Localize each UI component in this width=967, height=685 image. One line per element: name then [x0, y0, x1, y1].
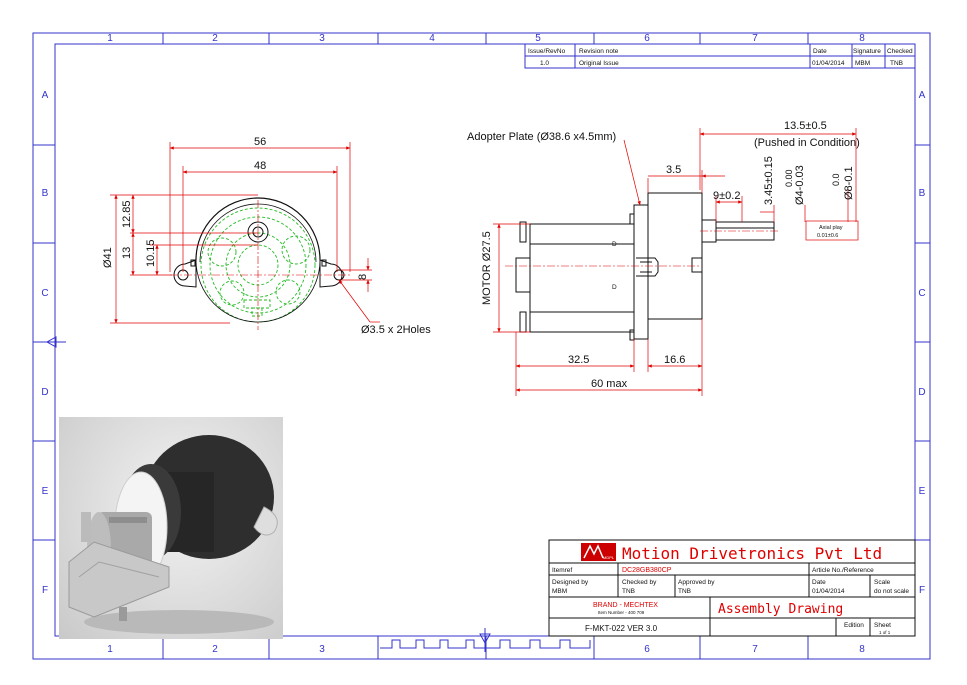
row-label: C — [918, 288, 925, 299]
title-block: MDPL Motion Drivetronics Pvt Ltd Itemref… — [548, 539, 916, 637]
grid-ticks — [33, 33, 930, 659]
axial-play-value: 0.01±0.6 — [817, 233, 838, 239]
rev-header-signature: Signature — [853, 48, 881, 55]
revision-table: Issue/RevNo Revision note Date Signature… — [524, 43, 916, 69]
dim-13: 13 — [121, 247, 133, 259]
dim-3-45: 3.45±0.15 — [763, 156, 775, 205]
edition-label: Edition — [844, 622, 864, 629]
item-number-line: Item Number - 400 709 — [598, 610, 645, 615]
date-label: Date — [812, 579, 826, 586]
scale-label: Scale — [874, 579, 891, 586]
dim-d8-upper: 0.0 — [831, 173, 841, 186]
motor-diameter: MOTOR Ø27.5 — [481, 231, 493, 305]
holes-callout: Ø3.5 x 2Holes — [361, 324, 431, 336]
dim-shaft-length: 13.5±0.5 — [784, 120, 827, 132]
center-mark-bottom — [479, 628, 491, 652]
row-label: E — [919, 486, 926, 497]
itemref-label: Itemref — [552, 567, 572, 574]
sheet-value: 1 of 1 — [879, 630, 891, 635]
rev-date: 01/04/2014 — [812, 60, 845, 67]
dim-d4: Ø4-0.03 — [794, 165, 806, 205]
approved-label: Approved by — [678, 579, 715, 586]
rev-checked: TNB — [890, 60, 903, 67]
front-view: 56 48 Ø41 13 12.85 10.15 8 Ø3.5 x 2Holes — [102, 136, 431, 336]
mark-d: D — [612, 284, 617, 291]
col-label: 3 — [319, 644, 325, 655]
col-label: 8 — [859, 33, 865, 44]
article-label: Article No./Reference — [812, 567, 874, 574]
row-label: C — [41, 288, 48, 299]
rev-issue: 1.0 — [540, 60, 549, 67]
dim-10-15: 10.15 — [145, 239, 157, 267]
col-label: 8 — [859, 644, 865, 655]
dim-3-5: 3.5 — [666, 164, 681, 176]
col-label: 2 — [212, 33, 218, 44]
rev-signature: MBM — [855, 60, 870, 67]
grid-labels: 1 2 3 4 5 6 7 8 1 2 3 6 7 8 A B C D E F … — [41, 33, 925, 655]
bottom-ruler — [380, 639, 591, 649]
row-label: F — [919, 585, 925, 596]
col-label: 5 — [535, 33, 541, 44]
rev-note: Original Issue — [579, 60, 619, 67]
row-label: B — [919, 188, 926, 199]
date-value: 01/04/2014 — [812, 588, 845, 595]
dim-32-5: 32.5 — [568, 354, 589, 366]
product-photo — [59, 417, 283, 639]
sheet-label: Sheet — [874, 622, 891, 629]
col-label: 3 — [319, 33, 325, 44]
dim-d8: Ø8-0.1 — [843, 166, 855, 200]
dim-16-6: 16.6 — [664, 354, 685, 366]
rev-header-date: Date — [813, 48, 827, 55]
side-view: D D — [467, 120, 860, 396]
itemref-value: DC28GB380CP — [622, 567, 672, 574]
col-label: 1 — [107, 33, 113, 44]
dim-12-85: 12.85 — [121, 200, 133, 228]
col-label: 6 — [644, 33, 650, 44]
col-label: 4 — [429, 33, 435, 44]
dim-d4-upper: 0.00 — [784, 169, 794, 187]
mark-d: D — [612, 241, 617, 248]
row-label: A — [919, 90, 926, 101]
axial-play-title: Axial play — [819, 225, 843, 231]
dim-60-max: 60 max — [591, 378, 628, 390]
row-label: E — [42, 486, 49, 497]
col-label: 6 — [644, 644, 650, 655]
checked-label: Checked by — [622, 579, 657, 586]
dim-56: 56 — [254, 136, 266, 148]
col-label: 1 — [107, 644, 113, 655]
dim-pushed-note: (Pushed in Condition) — [754, 137, 860, 149]
rev-header-checked: Checked — [887, 48, 913, 55]
brand-line: BRAND - MECHTEX — [593, 602, 658, 609]
col-label: 7 — [752, 33, 758, 44]
rev-header-issue: Issue/RevNo — [528, 48, 566, 55]
designed-value: MBM — [552, 588, 567, 595]
designed-label: Designed by — [552, 579, 589, 586]
row-label: F — [42, 585, 48, 596]
document-title: Assembly Drawing — [718, 602, 843, 617]
dim-diameter-41: Ø41 — [102, 247, 114, 268]
col-label: 7 — [752, 644, 758, 655]
row-label: A — [42, 90, 49, 101]
dim-8: 8 — [357, 274, 369, 280]
scale-value: do not scale — [874, 588, 909, 595]
row-label: B — [42, 188, 49, 199]
col-label: 2 — [212, 644, 218, 655]
dim-48: 48 — [254, 160, 266, 172]
dim-9: 9±0.2 — [713, 190, 740, 202]
logo-text: MDPL — [603, 555, 615, 560]
approved-value: TNB — [678, 588, 691, 595]
form-number: F-MKT-022 VER 3.0 — [585, 624, 658, 633]
row-label: D — [41, 387, 48, 398]
company-name: Motion Drivetronics Pvt Ltd — [622, 544, 882, 563]
checked-value: TNB — [622, 588, 635, 595]
rev-header-note: Revision note — [579, 48, 619, 55]
adopter-plate-callout: Adopter Plate (Ø38.6 x4.5mm) — [467, 131, 616, 143]
center-mark-left — [40, 336, 66, 348]
row-label: D — [918, 387, 925, 398]
